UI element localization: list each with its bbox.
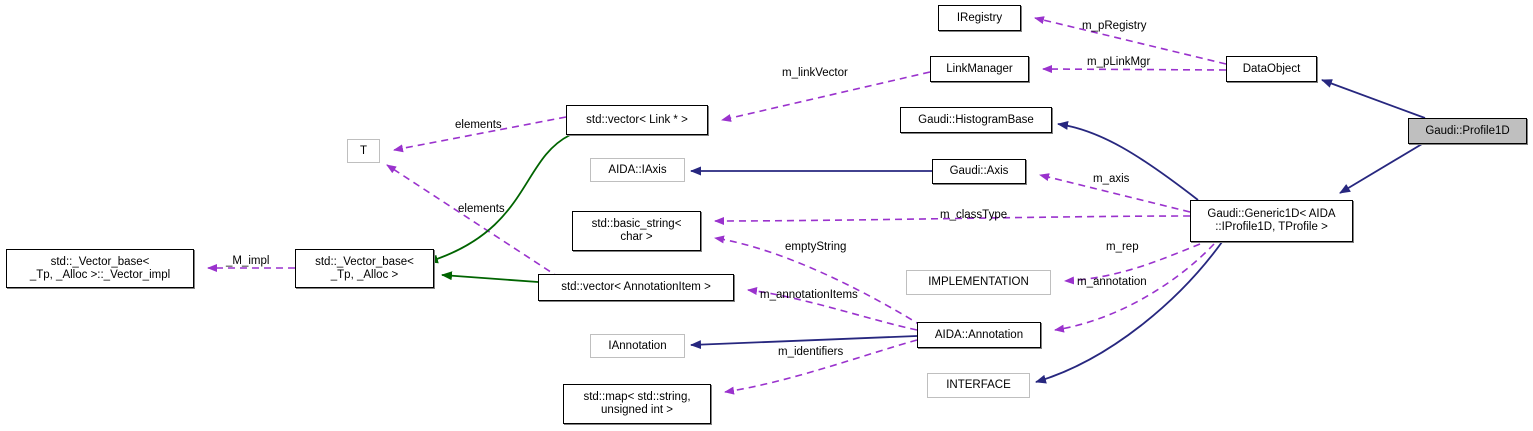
- inheritance-edges: [690, 79, 1426, 384]
- node-gaudi-generic1d[interactable]: Gaudi::Generic1D< AIDA ::IProfile1D, TPr…: [1190, 200, 1353, 242]
- node-linkmanager[interactable]: LinkManager: [930, 56, 1029, 82]
- node-std-map-string-uint[interactable]: std::map< std::string, unsigned int >: [563, 384, 711, 424]
- node-template-param-t[interactable]: T: [347, 139, 380, 163]
- edge-generic1d-basicstring: [714, 215, 1191, 225]
- node-iannotation[interactable]: IAnnotation: [590, 334, 685, 358]
- edge-vecannitem-vbase: [441, 271, 539, 283]
- node-gaudi-profile1d[interactable]: Gaudi::Profile1D: [1408, 118, 1527, 144]
- node-implementation[interactable]: IMPLEMENTATION: [906, 270, 1051, 295]
- edge-generic1d-interface: [1035, 241, 1223, 384]
- edge-veclink-T: [393, 116, 567, 153]
- node-std-vector-annotationitem[interactable]: std::vector< AnnotationItem >: [538, 274, 734, 301]
- node-interface[interactable]: INTERFACE: [927, 373, 1030, 398]
- edge-label-m-classtype: m_classType: [940, 209, 1008, 221]
- edge-label-m-linkvector: m_linkVector: [782, 67, 848, 79]
- edge-label-elements-top: elements: [455, 119, 502, 131]
- edge-vecannitem-T: [386, 164, 561, 279]
- node-aida-annotation[interactable]: AIDA::Annotation: [917, 322, 1041, 348]
- template-edges: [427, 134, 571, 283]
- edge-dataobject-linkmanager: [1042, 65, 1227, 74]
- edge-dataobject-iregistry: [1034, 16, 1227, 65]
- edge-veclink-vbase: [427, 134, 571, 264]
- edge-annotation-stdmap: [724, 339, 918, 395]
- edge-annotation-basicstring: [714, 235, 923, 327]
- node-dataobject[interactable]: DataObject: [1226, 56, 1317, 82]
- node-std-basic-string-char[interactable]: std::basic_string< char >: [572, 211, 701, 251]
- node-iregistry[interactable]: IRegistry: [938, 5, 1021, 31]
- edge-label-m-impl: _M_impl: [226, 255, 270, 267]
- usage-edges: [207, 16, 1227, 395]
- node-std-vector-base-vector-impl[interactable]: std::_Vector_base< _Tp, _Alloc >::_Vecto…: [6, 249, 194, 288]
- edge-generic1d-implementation: [1064, 243, 1201, 285]
- edge-label-emptystring: emptyString: [785, 241, 847, 253]
- edge-label-elements-bottom: elements: [458, 203, 505, 215]
- edge-label-m-annotationitems: m_annotationItems: [760, 289, 858, 301]
- edge-generic1d-gaudiaxis: [1039, 173, 1191, 213]
- edge-label-m-axis: m_axis: [1093, 173, 1130, 185]
- edge-profile1d-dataobject: [1321, 79, 1426, 119]
- edge-label-m-identifiers: m_identifiers: [778, 346, 844, 358]
- node-gaudi-axis[interactable]: Gaudi::Axis: [932, 159, 1026, 184]
- edge-annotation-vecannitem: [747, 287, 918, 331]
- edge-generic1d-annotation: [1054, 243, 1215, 333]
- edge-label-m-pregistry: m_pRegistry: [1082, 20, 1147, 32]
- edge-linkmanager-veclink: [721, 71, 931, 122]
- edge-generic1d-histbase: [1057, 120, 1199, 201]
- edge-label-m-rep: m_rep: [1106, 241, 1139, 253]
- edge-annotation-iannotation: [690, 335, 918, 350]
- edge-label-m-annotation: m_annotation: [1077, 276, 1147, 288]
- node-std-vector-base[interactable]: std::_Vector_base< _Tp, _Alloc >: [295, 249, 434, 288]
- node-std-vector-link-ptr[interactable]: std::vector< Link * >: [566, 105, 708, 135]
- edge-label-m-plinkmgr: m_pLinkMgr: [1087, 56, 1151, 68]
- node-gaudi-histogrambase[interactable]: Gaudi::HistogramBase: [900, 107, 1052, 133]
- edge-profile1d-generic1d: [1339, 143, 1423, 194]
- node-aida-iaxis[interactable]: AIDA::IAxis: [590, 158, 685, 182]
